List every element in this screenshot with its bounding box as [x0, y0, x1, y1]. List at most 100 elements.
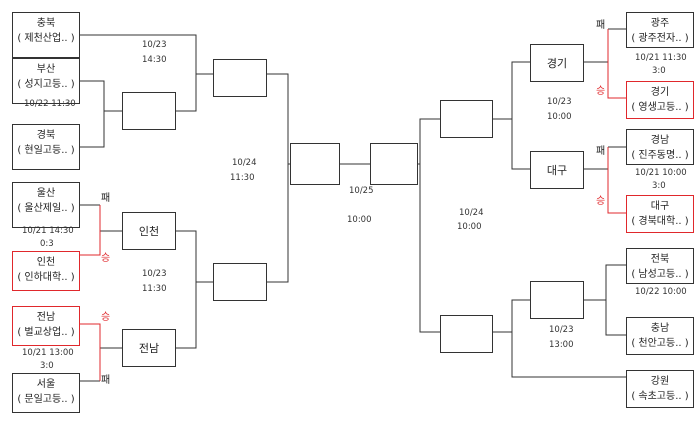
- team-region: 광주: [650, 18, 670, 29]
- team-box-gyeongbuk[interactable]: 경북 ( 현일고등.. ): [12, 124, 80, 170]
- match-date-final: 10/25: [349, 186, 374, 196]
- match-date-l-bottom-qf: 10/23: [142, 269, 167, 279]
- team-region: 전남: [36, 312, 56, 323]
- team-region: 충남: [650, 323, 670, 334]
- slot-l-r2-jeonnam[interactable]: 전남: [122, 329, 176, 367]
- line-l-pair-busan-gyeongbuk: [80, 80, 105, 148]
- line-l-jeonnam-win: [80, 323, 101, 381]
- match-date-r-bottom-qf: 10/23: [549, 325, 574, 335]
- line-l-semi: [267, 73, 289, 283]
- team-school: ( 진주동명.. ): [631, 150, 689, 161]
- line-r-top-qf: [511, 61, 530, 170]
- team-school: ( 벌교상업.. ): [17, 327, 75, 338]
- slot-team-name: 인천: [138, 225, 160, 238]
- match-date-gyeongnam: 10/21 10:00: [635, 168, 687, 178]
- team-region: 인천: [36, 257, 56, 268]
- team-region: 충북: [36, 18, 56, 29]
- team-school: ( 영생고등.. ): [631, 102, 689, 113]
- team-region: 경남: [650, 135, 670, 146]
- slot-r-r2-jeonbuk-chungnam[interactable]: [530, 281, 584, 319]
- match-date-jeonnam: 10/21 13:00: [22, 348, 74, 358]
- win-mark-incheon: 승: [101, 253, 111, 264]
- team-box-chungnam[interactable]: 충남 ( 천안고등.. ): [626, 317, 694, 355]
- team-school: ( 제천산업.. ): [17, 33, 75, 44]
- team-region: 울산: [36, 188, 56, 199]
- slot-l-r2-busan-gyeongbuk[interactable]: [122, 92, 176, 130]
- lose-mark-ulsan: 패: [101, 193, 111, 204]
- match-date-r-top-qf: 10/23: [547, 97, 572, 107]
- team-box-gyeonggi[interactable]: 경기 ( 영생고등.. ): [626, 81, 694, 119]
- team-school: ( 성지고등.. ): [17, 79, 75, 90]
- team-box-jeonbuk[interactable]: 전북 ( 남성고등.. ): [626, 248, 694, 284]
- team-box-seoul[interactable]: 서울 ( 문일고등.. ): [12, 373, 80, 413]
- team-box-chungbuk[interactable]: 충북 ( 제천산업.. ): [12, 12, 80, 58]
- slot-l-r2-incheon[interactable]: 인천: [122, 212, 176, 250]
- team-school: ( 광주전자.. ): [631, 33, 689, 44]
- team-region: 서울: [36, 379, 56, 390]
- match-date-gwangju: 10/21 11:30: [635, 53, 687, 63]
- line-l-incheon-win: [80, 205, 101, 256]
- slot-semifinal-left[interactable]: [290, 143, 340, 185]
- match-time-final: 10:00: [347, 215, 372, 225]
- team-box-jeonnam[interactable]: 전남 ( 벌교상업.. ): [12, 306, 80, 346]
- team-region: 경북: [36, 130, 56, 141]
- slot-team-name: 대구: [546, 164, 568, 177]
- line-r-bottom-qf: [511, 299, 626, 378]
- line-r-daegu-win: [607, 147, 626, 214]
- slot-semifinal-right[interactable]: [370, 143, 418, 185]
- lose-mark-seoul: 패: [101, 375, 111, 386]
- match-time-l-semi: 11:30: [230, 173, 255, 183]
- team-box-daegu[interactable]: 대구 ( 경북대학.. ): [626, 195, 694, 233]
- slot-r-r2-gyeonggi[interactable]: 경기: [530, 44, 584, 82]
- slot-r-qf-bottom[interactable]: [440, 315, 493, 353]
- team-box-incheon[interactable]: 인천 ( 인하대학.. ): [12, 251, 80, 291]
- line-l-top-qf: [80, 34, 197, 112]
- match-score-jeonnam: 3:0: [40, 361, 54, 371]
- team-school: ( 천안고등.. ): [631, 338, 689, 349]
- team-school: ( 속초고등.. ): [631, 391, 689, 402]
- win-mark-jeonnam: 승: [101, 312, 111, 323]
- lose-mark-gyeongnam: 패: [596, 146, 606, 157]
- team-school: ( 남성고등.. ): [631, 269, 689, 280]
- match-date-ulsan: 10/21 14:30: [22, 226, 74, 236]
- match-date-l-top-qf: 10/23: [142, 40, 167, 50]
- match-time-r-top-qf: 10:00: [547, 112, 572, 122]
- team-box-busan[interactable]: 부산 ( 성지고등.. ): [12, 58, 80, 104]
- team-school: ( 현일고등.. ): [17, 145, 75, 156]
- line-r-gyeonggi-win: [607, 29, 626, 99]
- match-time-r-semi: 10:00: [457, 222, 482, 232]
- team-region: 강원: [650, 376, 670, 387]
- team-school: ( 인하대학.. ): [17, 272, 75, 283]
- lose-mark-gwangju: 패: [596, 20, 606, 31]
- team-box-gangwon[interactable]: 강원 ( 속초고등.. ): [626, 370, 694, 408]
- slot-l-qf-top[interactable]: [213, 59, 267, 97]
- match-score-gwangju: 3:0: [652, 66, 666, 76]
- line-r-semi: [419, 118, 440, 333]
- team-region: 경기: [650, 87, 670, 98]
- match-score-gyeongnam: 3:0: [652, 181, 666, 191]
- match-score-ulsan: 0:3: [40, 239, 54, 249]
- match-date-jeonbuk: 10/22 10:00: [635, 287, 687, 297]
- match-date-l-semi: 10/24: [232, 158, 257, 168]
- slot-r-qf-top[interactable]: [440, 100, 493, 138]
- team-region: 부산: [36, 64, 56, 75]
- slot-r-r2-daegu[interactable]: 대구: [530, 151, 584, 189]
- slot-team-name: 전남: [138, 342, 160, 355]
- team-school: ( 문일고등.. ): [17, 394, 75, 405]
- team-region: 대구: [650, 201, 670, 212]
- slot-l-qf-bottom[interactable]: [213, 263, 267, 301]
- match-time-l-bottom-qf: 11:30: [142, 284, 167, 294]
- team-box-gyeongnam[interactable]: 경남 ( 진주동명.. ): [626, 129, 694, 165]
- win-mark-daegu: 승: [596, 196, 606, 207]
- team-box-ulsan[interactable]: 울산 ( 울산제일.. ): [12, 182, 80, 228]
- line-r-pair-jeonbuk-chungnam: [605, 264, 626, 336]
- line-l-bottom-qf: [176, 230, 197, 349]
- match-date-busan: 10/22 11:30: [24, 99, 76, 109]
- match-time-r-bottom-qf: 13:00: [549, 340, 574, 350]
- slot-team-name: 경기: [546, 57, 568, 70]
- team-box-gwangju[interactable]: 광주 ( 광주전자.. ): [626, 12, 694, 48]
- match-date-r-semi: 10/24: [459, 208, 484, 218]
- team-school: ( 울산제일.. ): [17, 203, 75, 214]
- win-mark-gyeonggi: 승: [596, 86, 606, 97]
